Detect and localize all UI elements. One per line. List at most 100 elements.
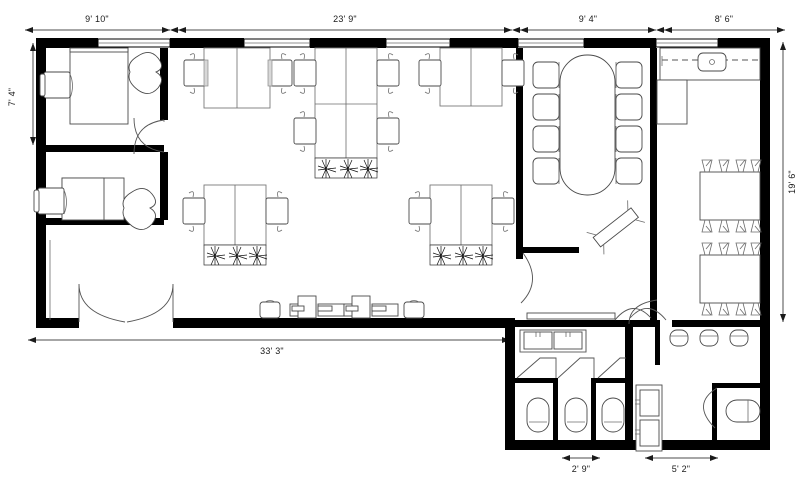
- planter: [314, 157, 379, 179]
- mens-sink-counter: [635, 384, 663, 452]
- workstation-pod-e: [408, 184, 515, 266]
- conference-chair: [532, 93, 560, 121]
- break-table-upper: [699, 159, 762, 233]
- task-chair: [265, 191, 289, 232]
- dim-bottom-stall-width-label: 2' 9": [572, 464, 590, 474]
- dim-top-open-workspace-label: 23' 9": [333, 14, 357, 24]
- dim-bottom-stall-width: 2' 9": [562, 455, 600, 474]
- lounge-ottoman: [403, 301, 425, 319]
- conference-room: [520, 54, 645, 320]
- private-office-upper: [39, 47, 165, 155]
- entry-double-doors: [49, 240, 174, 323]
- dim-top-office-bay: 9' 10": [25, 14, 178, 33]
- dimension-group-bottom-restrooms: 2' 9" 5' 2": [562, 455, 718, 474]
- task-chair: [293, 111, 317, 152]
- conference-table: [559, 54, 616, 196]
- break-table: [699, 254, 761, 304]
- accessible-toilet: [725, 399, 761, 423]
- door-swing-conference: [520, 252, 533, 304]
- dimension-group-right: 19' 6": [780, 42, 797, 322]
- stall-door-1: [516, 357, 557, 379]
- task-chair: [408, 191, 432, 232]
- task-chair: [376, 111, 400, 152]
- urinal: [729, 329, 749, 347]
- dim-top-breakroom: 8' 6": [664, 14, 785, 33]
- toilet: [564, 397, 588, 433]
- workstation-pod-a: [183, 47, 293, 109]
- dimension-group-bottom-overall: 33' 3": [28, 337, 510, 356]
- kitchen-sink: [697, 52, 727, 72]
- break-chairs-upper: [701, 159, 762, 233]
- womens-restroom: [516, 308, 652, 433]
- conference-chair: [532, 157, 560, 185]
- planter: [429, 244, 494, 266]
- dimension-group-left: 7' 4": [7, 43, 36, 145]
- dim-bottom-restroom-width: 5' 2": [645, 455, 718, 474]
- workstation-pod-b: [293, 47, 400, 179]
- conference-chair: [615, 61, 643, 89]
- dim-top-breakroom-label: 8' 6": [715, 14, 733, 24]
- lounge-bench: [289, 295, 317, 319]
- toilet: [526, 397, 550, 433]
- door-swing-office-upper: [133, 119, 165, 155]
- conference-chair: [532, 61, 560, 89]
- lounge-bench: [317, 303, 345, 317]
- task-chair: [501, 53, 525, 94]
- workstation-pod-c: [418, 47, 525, 107]
- door-swing-mens: [629, 308, 667, 321]
- lounge-seating-group: [259, 295, 425, 319]
- break-table-lower: [699, 242, 762, 316]
- break-room: [628, 47, 762, 325]
- break-chairs-lower: [701, 242, 762, 316]
- dim-top-conference-label: 9' 4": [579, 14, 597, 24]
- conference-chair: [615, 93, 643, 121]
- task-chair: [293, 53, 317, 94]
- dim-bottom-overall-width-label: 33' 3": [260, 346, 284, 356]
- urinal: [699, 329, 719, 347]
- vanity-counter: [519, 329, 587, 353]
- toilet: [601, 397, 625, 433]
- workstation-pod-d: [182, 184, 289, 266]
- building-walls: [36, 38, 770, 450]
- dimension-group-top: 9' 10" 23' 9" 9' 4" 8' 6": [25, 14, 785, 33]
- dim-top-conference: 9' 4": [520, 14, 664, 33]
- conference-chair: [615, 157, 643, 185]
- office-chair: [33, 187, 67, 215]
- lounge-bench: [343, 295, 371, 319]
- dim-bottom-restroom-width-label: 5' 2": [672, 464, 690, 474]
- urinal: [669, 329, 689, 347]
- lounge-ottoman: [259, 301, 281, 319]
- exterior-windows-top: [97, 38, 719, 48]
- stall-door-3: [597, 357, 626, 379]
- door-swing-office-lower: [133, 117, 165, 153]
- presentation-easel: [586, 200, 645, 255]
- door-swing-entry-right: [126, 283, 174, 323]
- base-cabinet: [656, 79, 688, 125]
- door-swing-entry-left: [78, 283, 126, 323]
- break-table: [699, 171, 761, 221]
- guest-chair: [128, 52, 162, 94]
- mens-restroom: [629, 308, 761, 452]
- lounge-bench: [371, 303, 399, 317]
- conference-chair: [615, 125, 643, 153]
- dim-left-office-depth-label: 7' 4": [7, 88, 17, 106]
- stall-door-accessible: [703, 387, 718, 429]
- door-swing-breakroom: [628, 299, 658, 325]
- dim-top-office-bay-label: 9' 10": [85, 14, 109, 24]
- task-chair: [267, 53, 293, 94]
- planter: [203, 244, 268, 266]
- stall-door-2: [557, 357, 595, 379]
- task-chair: [418, 53, 442, 94]
- conference-chair: [532, 125, 560, 153]
- task-chair: [182, 191, 206, 232]
- private-office-lower: [33, 117, 165, 230]
- door-swing-womens: [614, 308, 652, 321]
- dim-right-overall-depth-label: 19' 6": [787, 170, 797, 194]
- executive-desk: [69, 47, 129, 125]
- task-chair: [491, 191, 515, 232]
- office-chair: [39, 71, 73, 99]
- task-chair: [183, 53, 209, 94]
- guest-chair: [122, 188, 156, 230]
